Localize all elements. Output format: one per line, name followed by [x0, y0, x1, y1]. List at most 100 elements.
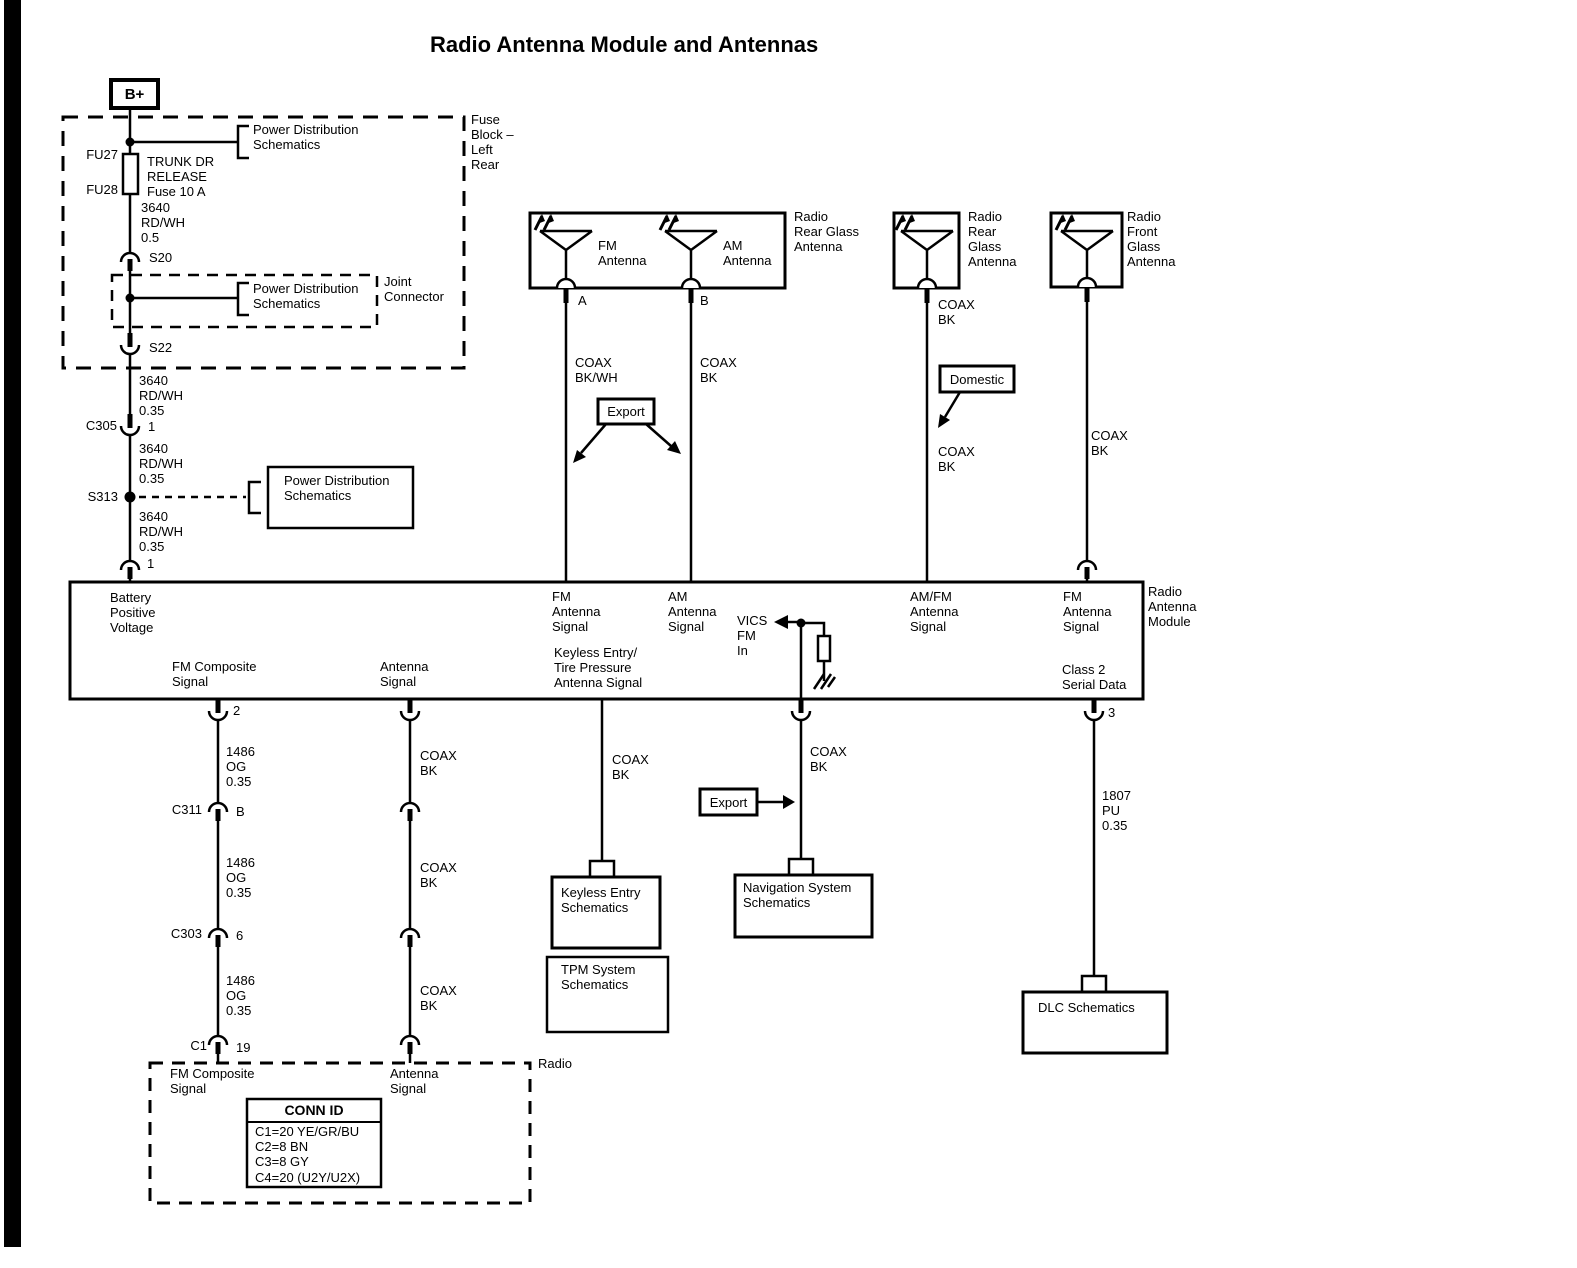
fuse-body	[121, 152, 140, 196]
rear-glass-combo-antenna-box	[528, 211, 787, 290]
clip-keyless	[588, 859, 616, 877]
pds3-box	[266, 465, 415, 530]
clip-dlc	[1080, 974, 1108, 992]
bracket-pds1	[236, 124, 249, 160]
radio-antenna-signal-pin: Antenna Signal	[390, 1066, 439, 1096]
resistor-body	[816, 634, 832, 663]
connector-s22	[119, 344, 141, 356]
module-class2-pin: Class 2 Serial Data	[1062, 662, 1127, 692]
c311-label: C311	[171, 802, 202, 817]
pds1-label: Power Distribution Schematics	[253, 122, 359, 152]
rear-glass-label: Radio Rear Glass Antenna	[968, 209, 1017, 269]
navigation-system-box	[733, 873, 874, 939]
radio-dashed-box	[148, 1061, 532, 1205]
coax-rear-bottom-label: COAX BK	[938, 444, 975, 474]
am-antenna-icon	[658, 214, 718, 303]
b-plus-label: B+	[124, 85, 145, 103]
rear-glass-antenna-icon	[894, 214, 954, 303]
box-clips	[588, 857, 1108, 992]
connector-pin2	[207, 710, 229, 722]
keyless-wire-label: COAX BK	[612, 752, 649, 782]
fuse-name-label: TRUNK DR RELEASE Fuse 10 A	[147, 154, 215, 199]
module-pin1-label: 1	[147, 556, 155, 571]
fu28-label: FU28	[86, 182, 118, 197]
splice-s313	[124, 491, 136, 503]
ant-wire1-label: COAX BK	[420, 748, 457, 778]
s313-label: S313	[87, 489, 118, 504]
pds2-label: Power Distribution Schematics	[253, 281, 359, 311]
conn-id-row: C2=8 BN	[255, 1139, 309, 1154]
wire-b-plus-label: 3640 RD/WH 0.5	[141, 200, 186, 245]
module-label: Radio Antenna Module	[1148, 584, 1197, 629]
conn-id-table-box	[245, 1097, 383, 1189]
fm-wire1-label: 1486 OG 0.35	[226, 744, 255, 789]
c305-pin-label: 1	[148, 419, 156, 434]
pds3-label: Power Distribution Schematics	[284, 473, 390, 503]
arrow-export-left	[580, 423, 607, 454]
coax-bkwh-label: COAX BK/WH	[575, 355, 618, 385]
radio-antenna-module-box	[68, 580, 1145, 701]
pin3-label: 3	[1108, 705, 1116, 720]
c1-label: C1	[190, 1038, 207, 1053]
module-battery-pin: Battery Positive Voltage	[110, 590, 156, 635]
module-amfm-signal-pin: AM/FM Antenna Signal	[910, 589, 959, 634]
connector-pin1	[119, 559, 141, 571]
junction-pds1	[125, 137, 135, 147]
module-fm-composite-pin: FM Composite Signal	[172, 659, 257, 689]
components	[121, 152, 832, 663]
module-fm-signal-pin: FM Antenna Signal	[552, 589, 601, 634]
keyless-box-label: Keyless Entry Schematics	[561, 885, 641, 915]
module-vics-pin: VICS FM In	[737, 613, 768, 658]
export-tag-bottom: Export	[709, 794, 748, 810]
fm-wire3-label: 1486 OG 0.35	[226, 973, 255, 1018]
pin-b-label: B	[700, 293, 709, 308]
module-keyless-pin: Keyless Entry/ Tire Pressure Antenna Sig…	[554, 645, 643, 690]
dlc-box-label: DLC Schematics	[1038, 1000, 1135, 1015]
dlc-schematics-box	[1021, 990, 1169, 1055]
joint-connector-label: Joint Connector	[384, 274, 444, 304]
conn-id-row: C1=20 YE/GR/BU	[255, 1124, 360, 1139]
wire-c305-label: 3640 RD/WH 0.35	[139, 441, 184, 486]
fm-antenna-icon	[533, 214, 593, 303]
module-antenna-signal-pin: Antenna Signal	[380, 659, 429, 689]
connector-ant-3	[399, 1034, 421, 1046]
pin-a-label: A	[578, 293, 587, 308]
module-am-signal-pin: AM Antenna Signal	[668, 589, 717, 634]
nav-box-label: Navigation System Schematics	[743, 880, 852, 910]
keyless-entry-box	[550, 875, 662, 950]
class2-wire-label: 1807 PU 0.35	[1102, 788, 1131, 833]
module-fm-signal2-pin: FM Antenna Signal	[1063, 589, 1112, 634]
domestic-tag-box	[938, 364, 1016, 394]
junction-vics	[796, 618, 806, 628]
fuse-block-label: Fuse Block – Left Rear	[471, 112, 514, 172]
coax-front-label: COAX BK	[1091, 428, 1128, 458]
connector-ant-2	[399, 927, 421, 939]
c305-label: C305	[85, 418, 117, 433]
radio-label: Radio	[538, 1056, 572, 1071]
pin2-label: 2	[233, 703, 241, 718]
joint-connector-dashed-box	[110, 273, 379, 329]
arrow-export-right	[645, 423, 672, 447]
wire-s22-label: 3640 RD/WH 0.35	[139, 373, 184, 418]
diagram-title: Radio Antenna Module and Antennas	[430, 32, 819, 57]
c1-pin-label: 19	[236, 1040, 251, 1055]
s20-label: S20	[149, 250, 173, 265]
nav-wire-label: COAX BK	[810, 744, 847, 774]
s22-label: S22	[149, 340, 173, 355]
boxes	[61, 78, 1169, 1205]
bracket-pds3	[247, 480, 261, 515]
front-glass-label: Radio Front Glass Antenna	[1127, 209, 1176, 269]
b-plus-box	[109, 78, 160, 110]
export-tag-top: Export	[607, 404, 645, 419]
fuse-block-dashed-box	[61, 115, 466, 370]
domestic-tag: Domestic	[949, 371, 1005, 387]
connector-ant-1	[399, 801, 421, 813]
connector-c303	[207, 927, 229, 939]
conn-id-row: C3=8 GY	[255, 1154, 309, 1169]
connector-pin3	[1083, 710, 1105, 722]
tpm-system-box	[545, 955, 670, 1034]
bracket-pds2	[236, 281, 249, 317]
c303-pin-label: 6	[236, 928, 244, 943]
connector-vics-pin	[790, 710, 812, 722]
